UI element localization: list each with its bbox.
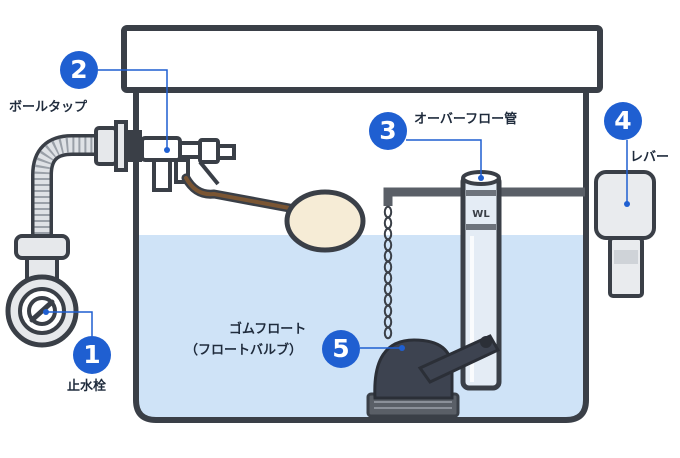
badge-5: 5 [322,330,360,368]
label-rubber-float-sub: （フロートバルブ） [185,343,303,358]
leader-lines [46,69,628,349]
badge-4: 4 [604,102,642,140]
float-ball [284,189,366,253]
leader-line-3 [406,139,482,176]
stop-valve [5,234,79,348]
tank-lid [121,25,603,93]
leader-dots [43,147,630,351]
float-arm [181,173,305,215]
wall-fitting [94,120,142,172]
rubber-float [366,334,501,418]
leader-line-2 [98,69,168,150]
tank-water [136,235,585,418]
label-ball-tap: ボールタップ [9,100,88,115]
label-lever: レバー [630,150,670,165]
ball-tap [140,136,236,192]
chain-link [383,205,393,219]
supply-pipe [31,134,108,240]
chain-link [383,216,393,230]
lever-handle [594,170,656,298]
badge-2: 2 [60,51,98,89]
label-overflow-pipe: オーバーフロー管 [414,112,518,127]
flush-chain [383,205,393,340]
chain-link [383,326,393,340]
badge-1: 1 [73,336,111,374]
label-stop-valve: 止水栓 [67,379,107,394]
water-level-mark: WL [472,209,490,220]
label-rubber-float: ゴムフロート [229,322,307,337]
badge-3: 3 [369,112,407,150]
lever-bar [383,187,585,206]
tank-wall [133,90,589,423]
leader-line-1 [46,311,93,336]
